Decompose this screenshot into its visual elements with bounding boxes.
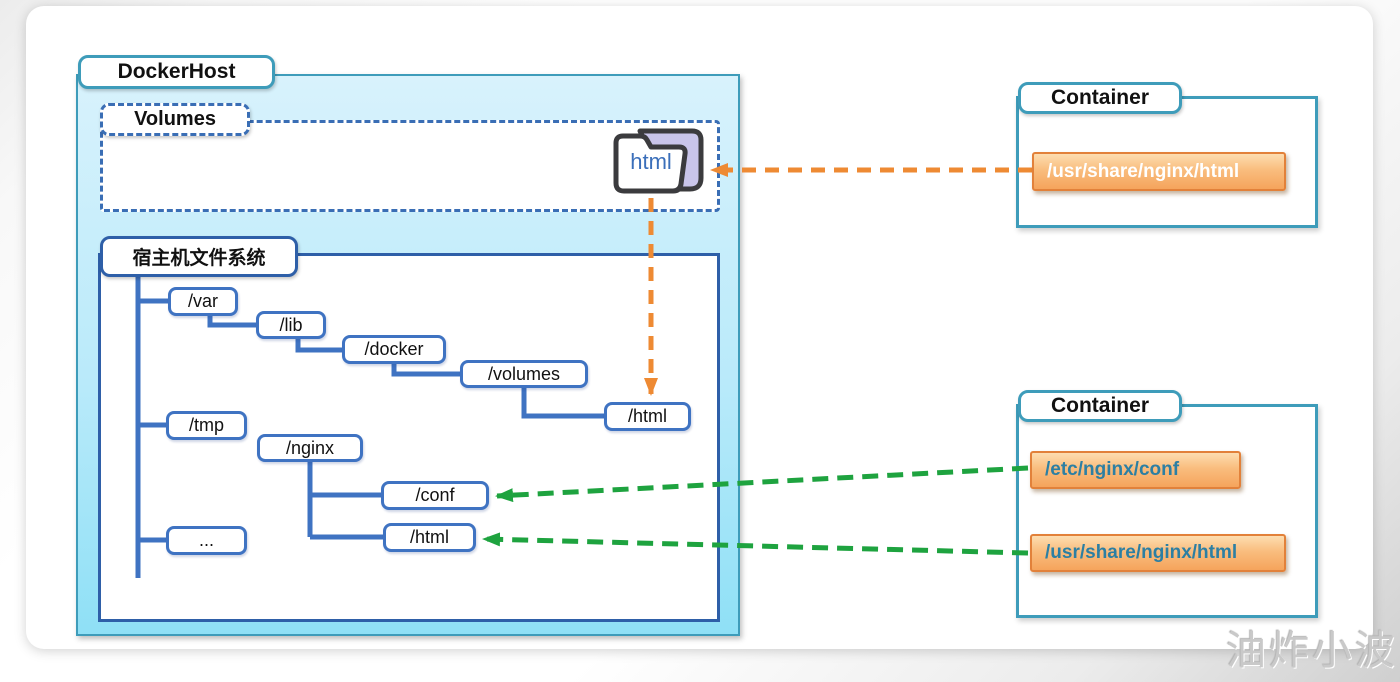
fs-node-tmp: /tmp xyxy=(166,411,247,440)
host-filesystem-label: 宿主机文件系统 xyxy=(100,236,298,277)
container-2-label: Container xyxy=(1018,390,1182,422)
fs-node-volumes: /volumes xyxy=(460,360,588,388)
volumes-label: Volumes xyxy=(100,103,250,136)
container-2-path-html: /usr/share/nginx/html xyxy=(1030,534,1286,572)
container-2-path-conf: /etc/nginx/conf xyxy=(1030,451,1241,489)
fs-node-html-volumes: /html xyxy=(604,402,691,431)
html-volume-folder-label: html xyxy=(630,149,672,174)
fs-node-conf: /conf xyxy=(381,481,489,510)
html-volume-folder-icon xyxy=(610,123,708,197)
container-1-path-html: /usr/share/nginx/html xyxy=(1032,152,1286,191)
fs-node-ellipsis: ... xyxy=(166,526,247,555)
fs-node-docker: /docker xyxy=(342,335,446,364)
fs-node-nginx: /nginx xyxy=(257,434,363,462)
fs-node-html-nginx: /html xyxy=(383,523,476,552)
watermark: 油炸小波 xyxy=(1226,629,1398,673)
fs-node-var: /var xyxy=(168,287,238,316)
dockerhost-label: DockerHost xyxy=(78,55,275,89)
container-1-label: Container xyxy=(1018,82,1182,114)
fs-node-lib: /lib xyxy=(256,311,326,339)
container-2-panel xyxy=(1016,404,1318,618)
